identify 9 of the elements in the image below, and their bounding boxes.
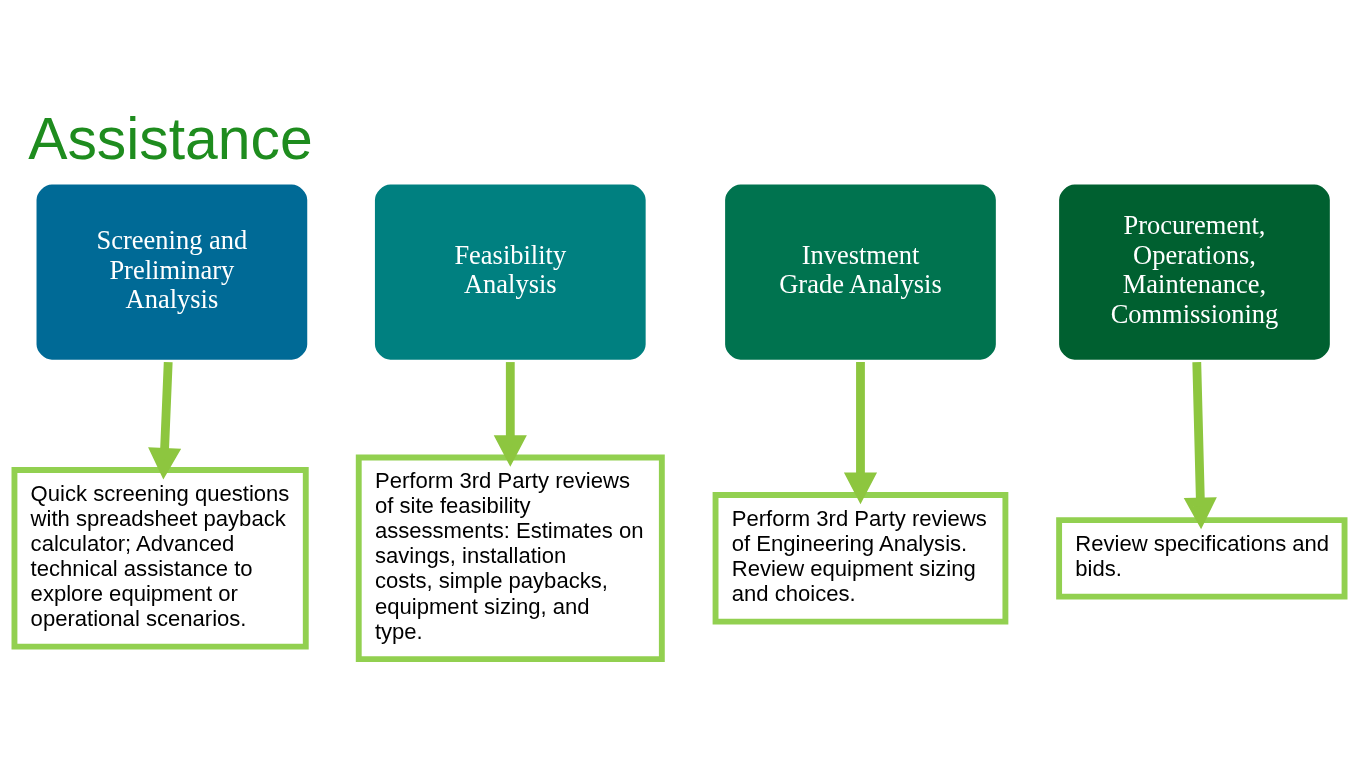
arrow (493, 362, 527, 467)
arrow (1183, 361, 1217, 530)
diagram-title: Assistance (28, 105, 313, 171)
node-box: Review specifications and bids. (1056, 517, 1348, 600)
node-box: Perform 3rd Party reviews of Engineering Analysis. Review equipment sizing and choices. (712, 492, 1009, 625)
arrow (843, 362, 878, 505)
node-box: Perform 3rd Party reviews of site feasibility assessments: Estimates on savings, installation costs, simple paybacks, equipment sizing, and type. (355, 454, 665, 663)
arrow (148, 361, 182, 480)
node-box: Quick screening questions with spreadsheet payback calculator; Advanced technical assistance to explore equipment or operational scenarios. (11, 467, 309, 650)
